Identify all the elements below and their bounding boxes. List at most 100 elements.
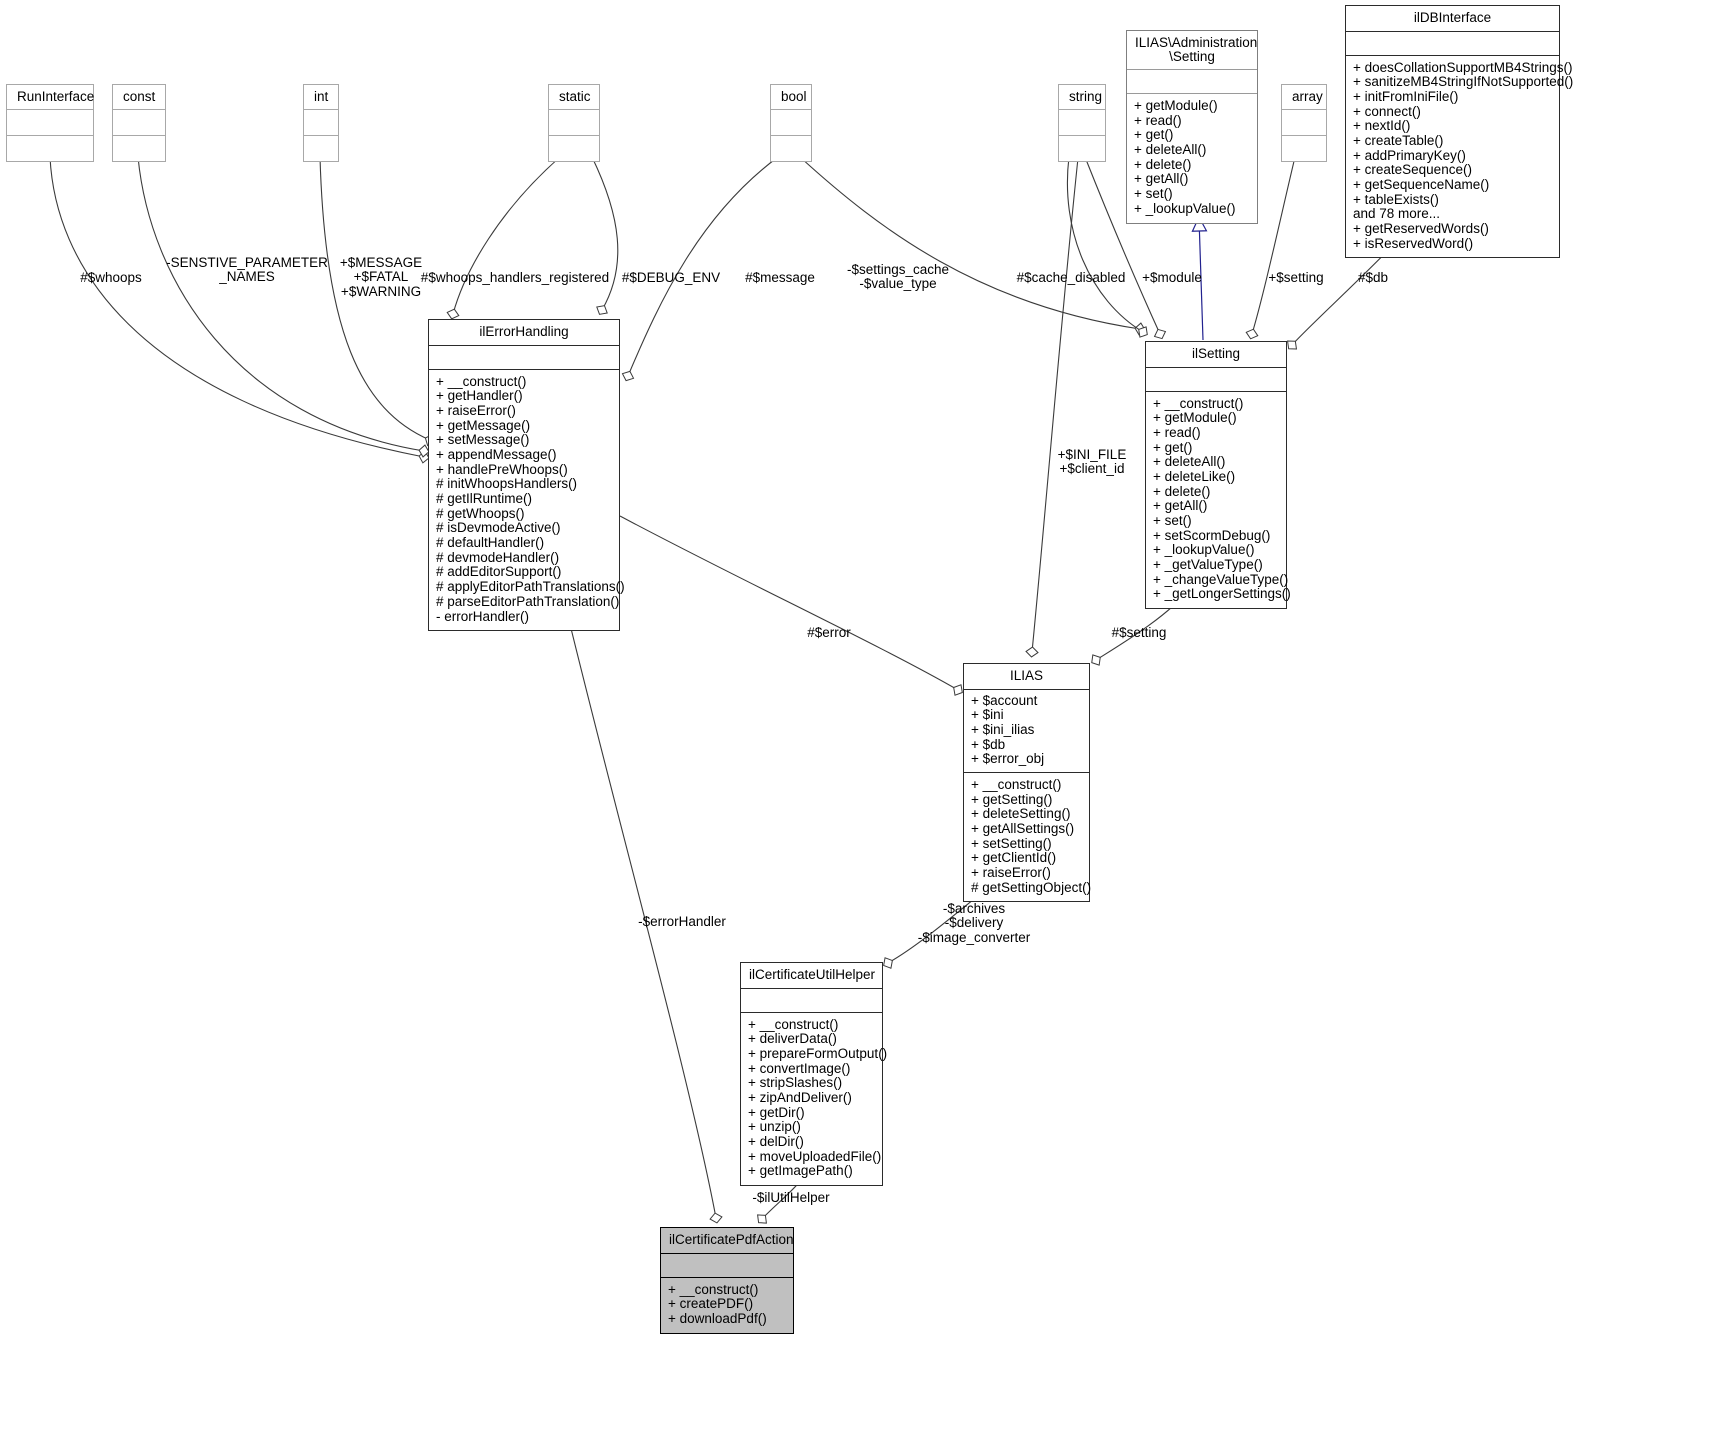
class-node-ilerrorhandling[interactable]: ilErrorHandling + __construct() + getHan… — [428, 319, 625, 632]
operation-row: + handlePreWhoops() — [436, 461, 568, 477]
operation-row: + tableExists() — [1353, 191, 1439, 207]
type-box-label: const — [113, 85, 165, 110]
operation-row: # getIlRuntime() — [436, 491, 533, 506]
operation-row: + zipAndDeliver() — [748, 1089, 852, 1105]
class-operations: + __construct() + getModule() + read() +… — [1146, 392, 1291, 609]
attribute-row: + $ini — [971, 707, 1004, 723]
operation-row: + getSetting() — [971, 791, 1053, 807]
operation-row: + _lookupValue() — [1134, 200, 1236, 216]
attribute-row: + $account — [971, 692, 1038, 708]
operation-row: + getModule() — [1153, 410, 1237, 426]
operation-row: + set() — [1134, 186, 1173, 202]
operation-more: and 78 more... — [1353, 206, 1441, 222]
class-attributes — [741, 989, 882, 1013]
operation-row: + raiseError() — [436, 402, 516, 418]
operation-row: - errorHandler() — [436, 608, 530, 624]
operation-row: + _lookupValue() — [1153, 542, 1255, 558]
edge-label-error: #$error — [807, 625, 851, 640]
class-operations: + getModule() + read() + get() + deleteA… — [1127, 94, 1257, 223]
type-box-attrs — [1059, 110, 1105, 136]
edge-label-module: +$module — [1142, 270, 1202, 285]
operation-row: + getHandler() — [436, 388, 523, 404]
class-node-ilcertificatepdfaction[interactable]: ilCertificatePdfAction + __construct() +… — [660, 1227, 794, 1334]
operation-row: + unzip() — [748, 1119, 801, 1135]
edge-label-whoops-handlers-registered: #$whoops_handlers_registered — [420, 270, 610, 285]
edge-label-errorhandler: -$errorHandler — [638, 914, 726, 929]
attribute-row: + $ini_ilias — [971, 721, 1035, 737]
class-node-ilcertificateutilhelper[interactable]: ilCertificateUtilHelper + __construct() … — [740, 962, 888, 1187]
type-box-ops — [113, 136, 165, 161]
class-node-ilsetting[interactable]: ilSetting + __construct() + getModule() … — [1145, 341, 1291, 610]
operation-row: + getSequenceName() — [1353, 177, 1490, 192]
operation-row: + addPrimaryKey() — [1353, 147, 1466, 163]
operation-row: + deleteAll() — [1134, 142, 1207, 158]
operation-row: + setSetting() — [971, 835, 1052, 851]
operation-row: + doesCollationSupportMB4Strings() — [1353, 59, 1573, 75]
edge-label-setting-top: +$setting — [1268, 270, 1324, 285]
operation-row: + getAllSettings() — [971, 821, 1075, 836]
class-name: ilDBInterface — [1346, 6, 1559, 32]
operation-row: + createTable() — [1353, 132, 1444, 148]
class-node-ilias-administration-setting[interactable]: ILIAS\Administration \Setting + getModul… — [1126, 30, 1258, 224]
operation-row: + downloadPdf() — [668, 1310, 767, 1326]
type-box-ops — [7, 136, 93, 161]
type-box-attrs — [1282, 110, 1326, 136]
operation-row: # parseEditorPathTranslation() — [436, 593, 620, 609]
class-name: ilErrorHandling — [429, 320, 619, 346]
operation-row: + getImagePath() — [748, 1163, 853, 1179]
type-box-ops — [549, 136, 599, 161]
operation-row: + createSequence() — [1353, 162, 1472, 178]
operation-row: + getAll() — [1153, 498, 1208, 514]
type-box-attrs — [113, 110, 165, 136]
type-box-bool[interactable]: bool — [770, 84, 812, 162]
operation-row: # getWhoops() — [436, 505, 525, 521]
operation-row: + getModule() — [1134, 98, 1218, 113]
type-box-const[interactable]: const — [112, 84, 166, 162]
operation-row: + getClientId() — [971, 850, 1057, 866]
type-box-label: RunInterface — [7, 85, 94, 110]
edge-label-ilutilhelper: -$ilUtilHelper — [752, 1190, 830, 1205]
operation-row: + _changeValueType() — [1153, 571, 1289, 587]
operation-row: + prepareFormOutput() — [748, 1045, 888, 1061]
operation-row: + convertImage() — [748, 1060, 851, 1076]
type-box-runinterface[interactable]: RunInterface — [6, 84, 94, 162]
operation-row: + connect() — [1353, 103, 1421, 119]
class-node-ilias[interactable]: ILIAS + $account + $ini + $ini_ilias + $… — [963, 663, 1092, 903]
operation-row: # getSettingObject() — [971, 879, 1092, 895]
class-node-ildbinterface[interactable]: ilDBInterface + doesCollationSupportMB4S… — [1345, 5, 1574, 259]
type-box-int[interactable]: int — [303, 84, 339, 162]
operation-row: + initFromIniFile() — [1353, 88, 1459, 104]
operation-row: + delDir() — [748, 1134, 804, 1149]
edge-label-message: #$message — [745, 270, 815, 285]
operation-row: + createPDF() — [668, 1296, 754, 1312]
operation-row: + __construct() — [971, 776, 1062, 792]
class-operations: + __construct() + deliverData() + prepar… — [741, 1013, 888, 1186]
operation-row: + _getLongerSettings() — [1153, 586, 1291, 602]
type-box-string[interactable]: string — [1058, 84, 1106, 162]
type-box-array[interactable]: array — [1281, 84, 1327, 162]
type-box-static[interactable]: static — [548, 84, 600, 162]
operation-row: + get() — [1134, 127, 1174, 143]
operation-row: + read() — [1134, 112, 1182, 128]
type-box-attrs — [771, 110, 811, 136]
edge-label-setting-ilias: #$setting — [1111, 625, 1167, 640]
operation-row: # addEditorSupport() — [436, 564, 562, 580]
edge-label-message-fatal-warning: +$MESSAGE +$FATAL +$WARNING — [339, 255, 423, 299]
operation-row: + deliverData() — [748, 1031, 837, 1047]
edge-label-db: #$db — [1357, 270, 1389, 285]
operation-row: + deleteAll() — [1153, 454, 1226, 470]
operation-row: # applyEditorPathTranslations() — [436, 579, 625, 595]
class-name: ilSetting — [1146, 342, 1286, 368]
edge-label-senstive-parameter-names: -SENSTIVE_PARAMETER _NAMES — [166, 255, 328, 285]
operation-row: + deleteSetting() — [971, 806, 1071, 822]
operation-row: + sanitizeMB4StringIfNotSupported() — [1353, 74, 1574, 90]
class-name: ilCertificateUtilHelper — [741, 963, 882, 989]
operation-row: + __construct() — [436, 373, 527, 389]
operation-row: # defaultHandler() — [436, 535, 545, 551]
class-operations: + doesCollationSupportMB4Strings() + san… — [1346, 56, 1574, 258]
operation-row: + __construct() — [748, 1016, 839, 1032]
class-operations: + __construct() + createPDF() + download… — [661, 1278, 793, 1333]
class-attributes: + $account + $ini + $ini_ilias + $db + $… — [964, 690, 1089, 773]
type-box-attrs — [7, 110, 93, 136]
